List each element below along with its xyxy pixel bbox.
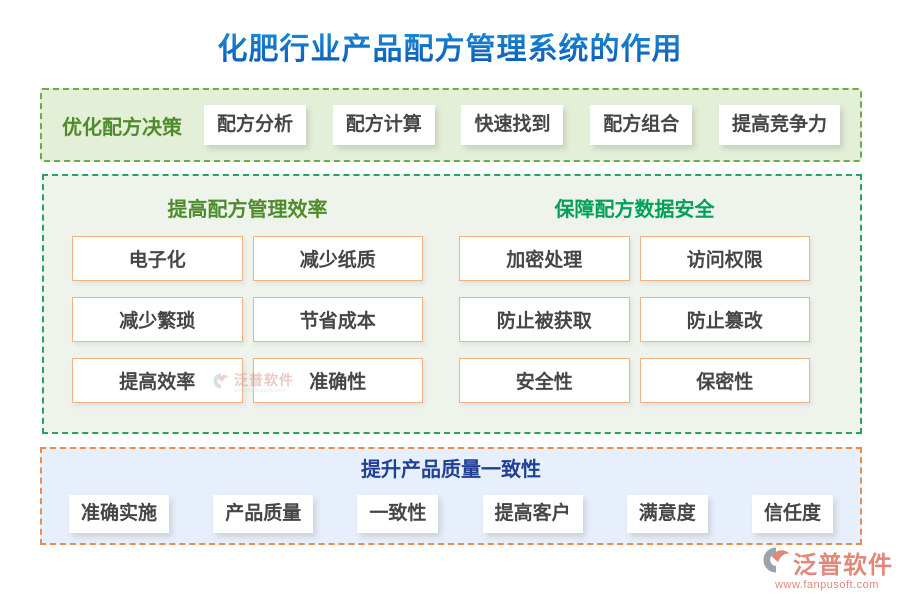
list-item: 加密处理 bbox=[459, 236, 630, 281]
column-header: 提高配方管理效率 bbox=[167, 199, 328, 221]
list-item: 配方组合 bbox=[590, 105, 693, 145]
list-item: 一致性 bbox=[357, 495, 439, 533]
column-data-security: 保障配方数据安全 加密处理 访问权限 防止被获取 防止篡改 安全性 保密性 bbox=[459, 196, 810, 432]
footer-brand: 泛普软件 www.fanpusoft.com bbox=[761, 545, 893, 591]
section-optimize-label: 优化配方决策 bbox=[62, 116, 182, 139]
section-quality-header: 提升产品质量一致性 bbox=[361, 459, 541, 481]
list-item: 配方计算 bbox=[332, 105, 435, 145]
section-optimize-decision: 优化配方决策 配方分析 配方计算 快速找到 配方组合 提高竞争力 bbox=[40, 88, 862, 162]
column-management-efficiency: 提高配方管理效率 电子化 减少纸质 减少繁琐 节省成本 提高效率 准确性 bbox=[72, 196, 423, 432]
list-item: 防止篡改 bbox=[639, 297, 810, 342]
list-item: 配方分析 bbox=[204, 105, 307, 145]
page-title: 化肥行业产品配方管理系统的作用 bbox=[0, 24, 900, 68]
list-item: 减少繁琐 bbox=[72, 297, 243, 342]
list-item: 提高效率 bbox=[72, 358, 243, 403]
list-item: 减少纸质 bbox=[252, 236, 423, 281]
list-item: 防止被获取 bbox=[459, 297, 630, 342]
list-item: 准确实施 bbox=[69, 495, 170, 533]
list-item: 节省成本 bbox=[252, 297, 423, 342]
list-item: 访问权限 bbox=[639, 236, 810, 281]
section-quality-consistency: 提升产品质量一致性 准确实施 产品质量 一致性 提高客户 满意度 信任度 bbox=[40, 447, 862, 545]
column-header: 保障配方数据安全 bbox=[554, 199, 715, 221]
list-item: 准确性 bbox=[252, 358, 423, 403]
quality-item-list: 准确实施 产品质量 一致性 提高客户 满意度 信任度 bbox=[42, 495, 860, 533]
list-item: 电子化 bbox=[72, 236, 243, 281]
efficiency-item-grid: 电子化 减少纸质 减少繁琐 节省成本 提高效率 准确性 bbox=[72, 236, 423, 403]
list-item: 快速找到 bbox=[461, 105, 564, 145]
section-efficiency-security: 提高配方管理效率 电子化 减少纸质 减少繁琐 节省成本 提高效率 准确性 保障配… bbox=[42, 174, 862, 434]
list-item: 产品质量 bbox=[213, 495, 314, 533]
footer-brand-url[interactable]: www.fanpusoft.com bbox=[775, 579, 879, 591]
list-item: 提高竞争力 bbox=[718, 105, 840, 145]
list-item: 满意度 bbox=[626, 495, 708, 533]
list-item: 提高客户 bbox=[482, 495, 583, 533]
footer-brand-name: 泛普软件 bbox=[793, 552, 893, 579]
list-item: 信任度 bbox=[751, 495, 833, 533]
list-item: 保密性 bbox=[639, 358, 810, 403]
list-item: 安全性 bbox=[459, 358, 630, 403]
optimize-item-list: 配方分析 配方计算 快速找到 配方组合 提高竞争力 bbox=[204, 105, 840, 145]
security-item-grid: 加密处理 访问权限 防止被获取 防止篡改 安全性 保密性 bbox=[459, 236, 810, 403]
fanpu-logo-icon bbox=[761, 545, 791, 580]
